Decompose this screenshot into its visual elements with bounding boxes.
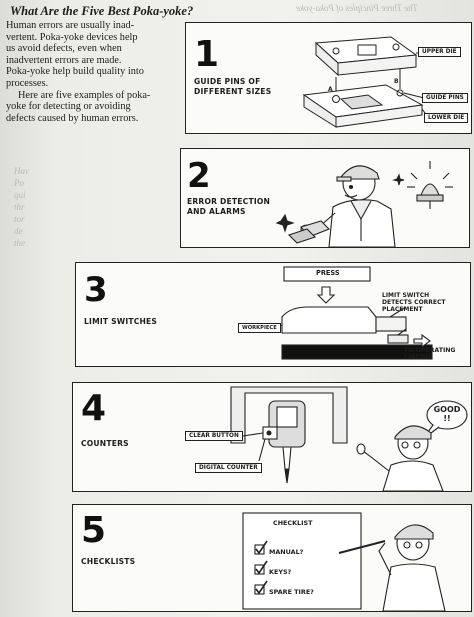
intro-line: Poka-yoke help build quality into (6, 66, 144, 78)
panel-counters: 4 COUNTERS (72, 382, 472, 492)
bleed-through-left-1: Hav (14, 166, 29, 176)
intro-line: processes. (6, 77, 49, 89)
checklist-item: KEYS? (269, 568, 292, 576)
panel-caption: CHECKLISTS (81, 557, 136, 566)
checklist-title: CHECKLIST (273, 519, 313, 527)
caption-line: ERROR DETECTION (187, 197, 271, 206)
panel-caption: GUIDE PINS OF DIFFERENT SIZES (194, 77, 271, 96)
note-line: TO OPERATING (404, 347, 456, 354)
digital-counter-label: DIGITAL COUNTER (195, 463, 262, 473)
label-lower-die: LOWER DIE (424, 113, 469, 123)
panel-caption: LIMIT SWITCHES (84, 317, 158, 326)
press-limit-switch-drawing (265, 266, 433, 360)
panel-checklists: 5 CHECKLISTS CHECKLIST (72, 504, 472, 612)
checklist-item: SPARE TIRE? (269, 588, 314, 596)
worker-alarm-drawing (275, 161, 453, 247)
intro-line: defects caused by human errors. (6, 112, 139, 124)
press-label: PRESS (316, 269, 340, 277)
intro-line: Human errors are usually inad- (6, 20, 135, 31)
panel-limit-switches: 3 LIMIT SWITCHES PRESS (75, 262, 471, 367)
workpiece-label: WORKPIECE (238, 323, 281, 333)
caption-line: AND ALARMS (187, 206, 246, 216)
panel-caption: COUNTERS (81, 439, 129, 448)
panel-number: 2 (187, 156, 211, 196)
caption-line: GUIDE PINS OF (194, 77, 261, 86)
bubble-line: !! (443, 414, 451, 423)
intro-line: Here are five examples of poka- (18, 89, 151, 101)
bleed-through-heading: The Three Pinciples of Poka-yoke (296, 3, 418, 13)
good-bubble-text: GOOD !! (431, 405, 463, 423)
panel-error-detection: 2 ERROR DETECTION AND ALARMS (180, 148, 470, 248)
panel-number: 5 (81, 510, 107, 551)
dim-label-a: A (328, 86, 333, 93)
intro-line: yoke for detecting or avoiding (6, 101, 131, 113)
checklist-item: MANUAL? (269, 548, 304, 556)
checklist-drawing (242, 512, 446, 611)
bubble-line: GOOD (433, 405, 461, 414)
note-line: PLACEMENT (382, 306, 423, 314)
clear-button-label: CLEAR BUTTON (185, 431, 243, 441)
counter-machine-drawing (230, 386, 468, 491)
panel-guide-pins: 1 GUIDE PINS OF DIFFERENT SIZES (185, 22, 472, 134)
intro-text: Human errors are usually inad- vertent. … (6, 20, 182, 124)
die-set-drawing: A B (302, 36, 429, 128)
panel-number: 4 (81, 388, 107, 429)
bleed-through-left-7: the (14, 238, 25, 248)
label-upper-die: UPPER DIE (418, 47, 461, 57)
limit-switch-note: LIMIT SWITCH DETECTS CORRECT PLACEMENT (382, 292, 446, 314)
panel-number: 3 (84, 270, 108, 310)
section-heading: What Are the Five Best Poka-yoke? (10, 4, 194, 18)
panel-number: 1 (194, 34, 220, 75)
note-line: LIMIT SWITCH (382, 292, 430, 299)
bleed-through-left-3: qui (14, 190, 26, 200)
bleed-through-left-4: thr (14, 202, 25, 212)
intro-line: vertent. Poka-yoke devices help (6, 31, 138, 43)
bleed-through-left-6: de (14, 226, 23, 236)
dim-label-b: B (394, 78, 399, 85)
note-line: DETECTS CORRECT (382, 299, 446, 307)
note-line: CIRCUIT (404, 354, 432, 361)
bleed-through-left-2: Po (14, 178, 24, 188)
bleed-through-left-5: tor (14, 214, 25, 224)
intro-line: inadvertent errors are made. (6, 54, 122, 66)
label-guide-pins: GUIDE PINS (422, 93, 468, 103)
panel-caption: ERROR DETECTION AND ALARMS (187, 197, 270, 216)
intro-line: us avoid defects, even when (6, 43, 122, 55)
operating-circuit-note: TO OPERATING CIRCUIT (404, 347, 456, 361)
caption-line: DIFFERENT SIZES (194, 86, 272, 96)
